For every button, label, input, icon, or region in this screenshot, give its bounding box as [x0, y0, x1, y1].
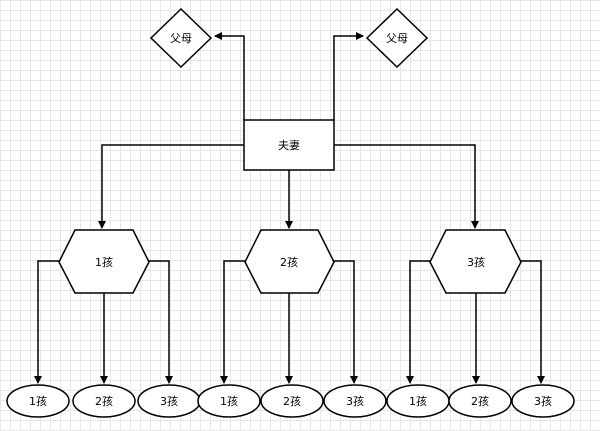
grandchild-node-1-3[interactable]: 3孩	[137, 384, 201, 418]
edge-child2-to-gc3	[334, 260, 358, 384]
edge-couple-to-child-3	[334, 144, 479, 229]
grandchild-node-1-2[interactable]: 2孩	[72, 384, 136, 418]
grandchild-node-3-1[interactable]: 1孩	[386, 384, 450, 418]
edge-child3-to-gc3	[520, 260, 545, 384]
edge-couple-to-parent-right	[333, 32, 364, 120]
child-label-2: 2孩	[280, 256, 298, 269]
parent-label-right: 父母	[386, 32, 408, 45]
edge-child1-to-gc1	[34, 260, 59, 384]
grandchild-node-1-1[interactable]: 1孩	[6, 384, 70, 418]
grandchild-node-3-3[interactable]: 3孩	[511, 384, 575, 418]
edge-couple-to-parent-left	[214, 32, 245, 120]
grandchild-label-2-2: 2孩	[283, 395, 301, 408]
parent-node-left[interactable]: 父母	[149, 7, 213, 69]
child-label-1: 1孩	[95, 256, 113, 269]
grandchild-label-3-3: 3孩	[534, 395, 552, 408]
edge-couple-to-child-1	[98, 144, 244, 229]
edge-child1-to-gc3	[149, 260, 173, 384]
grandchild-label-1-3: 3孩	[160, 395, 178, 408]
grandchild-node-3-2[interactable]: 2孩	[448, 384, 512, 418]
couple-label: 夫妻	[278, 139, 300, 152]
edge-child2-to-gc1	[220, 260, 245, 384]
grandchild-label-3-2: 2孩	[471, 395, 489, 408]
child-node-2[interactable]: 2孩	[244, 229, 335, 294]
grandchild-node-2-3[interactable]: 3孩	[323, 384, 387, 418]
grandchild-node-2-2[interactable]: 2孩	[260, 384, 324, 418]
parent-label-left: 父母	[170, 32, 192, 45]
edge-child3-to-gc1	[406, 260, 430, 384]
grandchild-label-2-3: 3孩	[346, 395, 364, 408]
grandchild-node-2-1[interactable]: 1孩	[197, 384, 261, 418]
child-label-3: 3孩	[467, 256, 485, 269]
child-node-1[interactable]: 1孩	[58, 229, 150, 294]
couple-node[interactable]: 夫妻	[243, 119, 335, 171]
child-node-3[interactable]: 3孩	[429, 229, 522, 294]
grandchild-label-3-1: 1孩	[409, 395, 427, 408]
grandchild-label-1-2: 2孩	[95, 395, 113, 408]
grandchild-label-1-1: 1孩	[29, 395, 47, 408]
parent-node-right[interactable]: 父母	[365, 7, 429, 69]
grandchild-label-2-1: 1孩	[220, 395, 238, 408]
